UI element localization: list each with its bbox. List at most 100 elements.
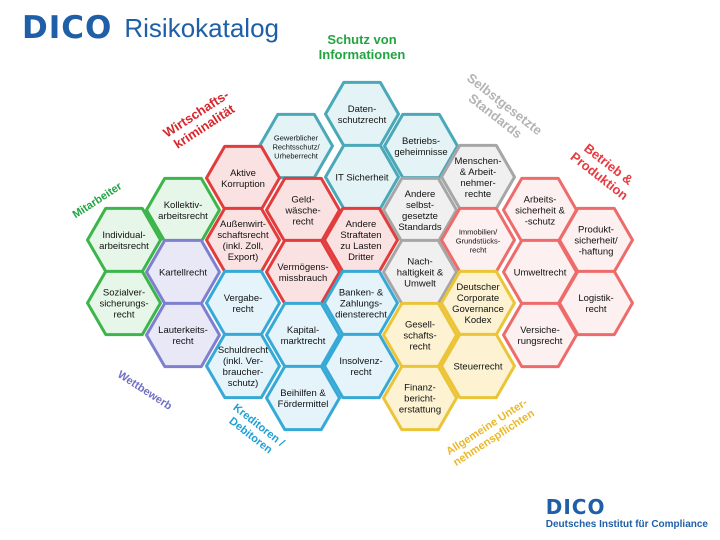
hex-datenschutzrecht: Daten-schutzrecht [324,80,400,148]
category-label-line: Schutz von [327,32,396,47]
hex-label: Daten-schutzrecht [338,104,387,126]
hex-label-line: Gesell- [405,320,435,331]
hex-label-line: Rechtsschutz/ [272,143,320,152]
hex-label-line: Finanz- [404,383,436,394]
hex-label-line: gesetzte [402,211,438,222]
hex-label-line: -haftung [579,247,614,258]
hex-it-sicherheit: IT Sicherheit [324,143,400,211]
hex-label: Insolvenz-recht [339,356,382,378]
hex-label: Vergabe-recht [224,293,263,315]
hex-shape [86,269,162,337]
hex-label-line: Deutscher [456,282,499,293]
hex-label: Lauterkeits-recht [158,325,208,347]
hex-insolvenzrecht: Insolvenz-recht [323,332,399,400]
hex-label: Produkt-sicherheit/-haftung [574,225,618,258]
hex-label-line: Lauterkeits- [158,325,208,336]
category-label-betrieb: Betrieb &Produktion [568,137,641,203]
hex-label-line: Gewerblicher [274,134,319,143]
hex-label: Betriebs-geheimnisse [394,136,447,158]
hex-label-line: Zahlungs- [340,299,382,310]
hex-label-line: missbrauch [279,273,328,284]
hex-label-line: Kapital- [287,325,319,336]
hex-label: Schuldrecht(inkl. Ver-braucher-schutz) [218,345,269,389]
hex-label: Kollektiv-arbeitsrecht [158,200,208,222]
hex-label-line: schaftsrecht [217,230,269,241]
hex-label-line: (inkl. Ver- [223,356,263,367]
hex-aussenwirtschaftsrecht: Außenwirt-schaftsrecht(inkl. Zoll,Export… [205,206,281,274]
hex-label-line: Fördermittel [278,399,329,410]
footer: DICO Deutsches Institut für Compliance [546,495,708,530]
hex-label: Finanz-bericht-erstattung [399,383,441,416]
hex-kartellrecht: Kartellrecht [145,238,221,306]
hex-label-line: Arbeits- [524,195,557,206]
hex-label: Kapital-marktrecht [281,325,326,347]
hex-label-line: sicherungs- [99,299,148,310]
hex-label-line: nehmer- [460,178,495,189]
hex-label-line: zu Lasten [340,241,381,252]
category-label-allgemeine: Allgemeine Unter-nehmenspflichten [444,396,537,468]
hex-label-line: (inkl. Zoll, [223,241,264,252]
hex-label-line: schutzrecht [338,115,387,126]
hex-label-line: Menschen- [455,156,502,167]
hex-label-line: Insolvenz- [339,356,382,367]
hex-label-line: recht [292,217,313,228]
hex-label-line: recht [113,310,134,321]
hex-label: Menschen-& Arbeit-nehmer-rechte [455,156,502,200]
hex-label: Außenwirt-schaftsrecht(inkl. Zoll,Export… [217,219,269,263]
hex-label-line: bericht- [404,394,436,405]
category-label-line: Informationen [319,47,406,62]
hex-label-line: Umweltrecht [514,268,567,279]
hex-label: Gesell-schafts-recht [403,320,436,353]
hex-label-line: sicherheit & [515,206,565,217]
hex-label-line: Corporate [457,293,499,304]
hex-label-line: Banken- & [339,288,384,299]
hex-label-line: Geld- [291,195,314,206]
hex-label-line: Versiche- [520,325,560,336]
hex-label-line: recht [172,336,193,347]
hex-label-line: Governance [452,304,504,315]
hex-label-line: Nach- [407,257,432,268]
hex-label-line: Export) [228,252,259,263]
hex-label-line: Andere [346,219,377,230]
page-title: Risikokatalog [124,12,280,43]
category-label-line: Wettbewerb [115,369,174,413]
header: DICO Risikokatalog [22,8,279,48]
hex-label: Umweltrecht [514,268,567,279]
hex-finanzberichterstattung: Finanz-bericht-erstattung [382,364,458,432]
hex-shape [145,301,221,369]
hex-label-line: diensterecht [335,310,387,321]
hex-label-line: recht [470,246,488,255]
hex-label-line: Betriebs- [402,136,440,147]
hex-label-line: Sozialver- [103,288,145,299]
hex-label-line: Daten- [348,104,377,115]
hex-label-line: erstattung [399,405,441,416]
hex-schuldrecht: Schuldrecht(inkl. Ver-braucher-schutz) [205,332,281,400]
hex-label: Immobilien/Grundstücks-recht [456,228,501,255]
hex-label-line: schafts- [403,331,436,342]
hex-shape [440,332,516,400]
hex-label-line: recht [409,342,430,353]
hex-label-line: Steuerrecht [453,362,502,373]
hex-label-line: Aktive [230,168,256,179]
hex-label-line: marktrecht [281,336,326,347]
hex-label-line: Außenwirt- [220,219,266,230]
hex-label-line: Schuldrecht [218,345,269,356]
hex-label-line: selbst- [406,200,434,211]
hex-label-line: recht [232,304,253,315]
hex-lauterkeitsrecht: Lauterkeits-recht [145,301,221,369]
hex-label-line: Logistik- [578,293,613,304]
hex-label: Logistik-recht [578,293,613,315]
hex-label: Steuerrecht [453,362,502,373]
hex-label-line: Standards [398,222,442,233]
hex-label-line: braucher- [223,367,264,378]
hex-steuerrecht: Steuerrecht [440,332,516,400]
hex-label-line: Grundstücks- [456,237,501,246]
hex-arbeitssicherheit: Arbeits-sicherheit &-schutz [502,176,578,244]
hex-label-line: arbeitsrecht [158,211,208,222]
hex-label-line: & Arbeit- [460,167,496,178]
hex-label-line: Kollektiv- [164,200,203,211]
